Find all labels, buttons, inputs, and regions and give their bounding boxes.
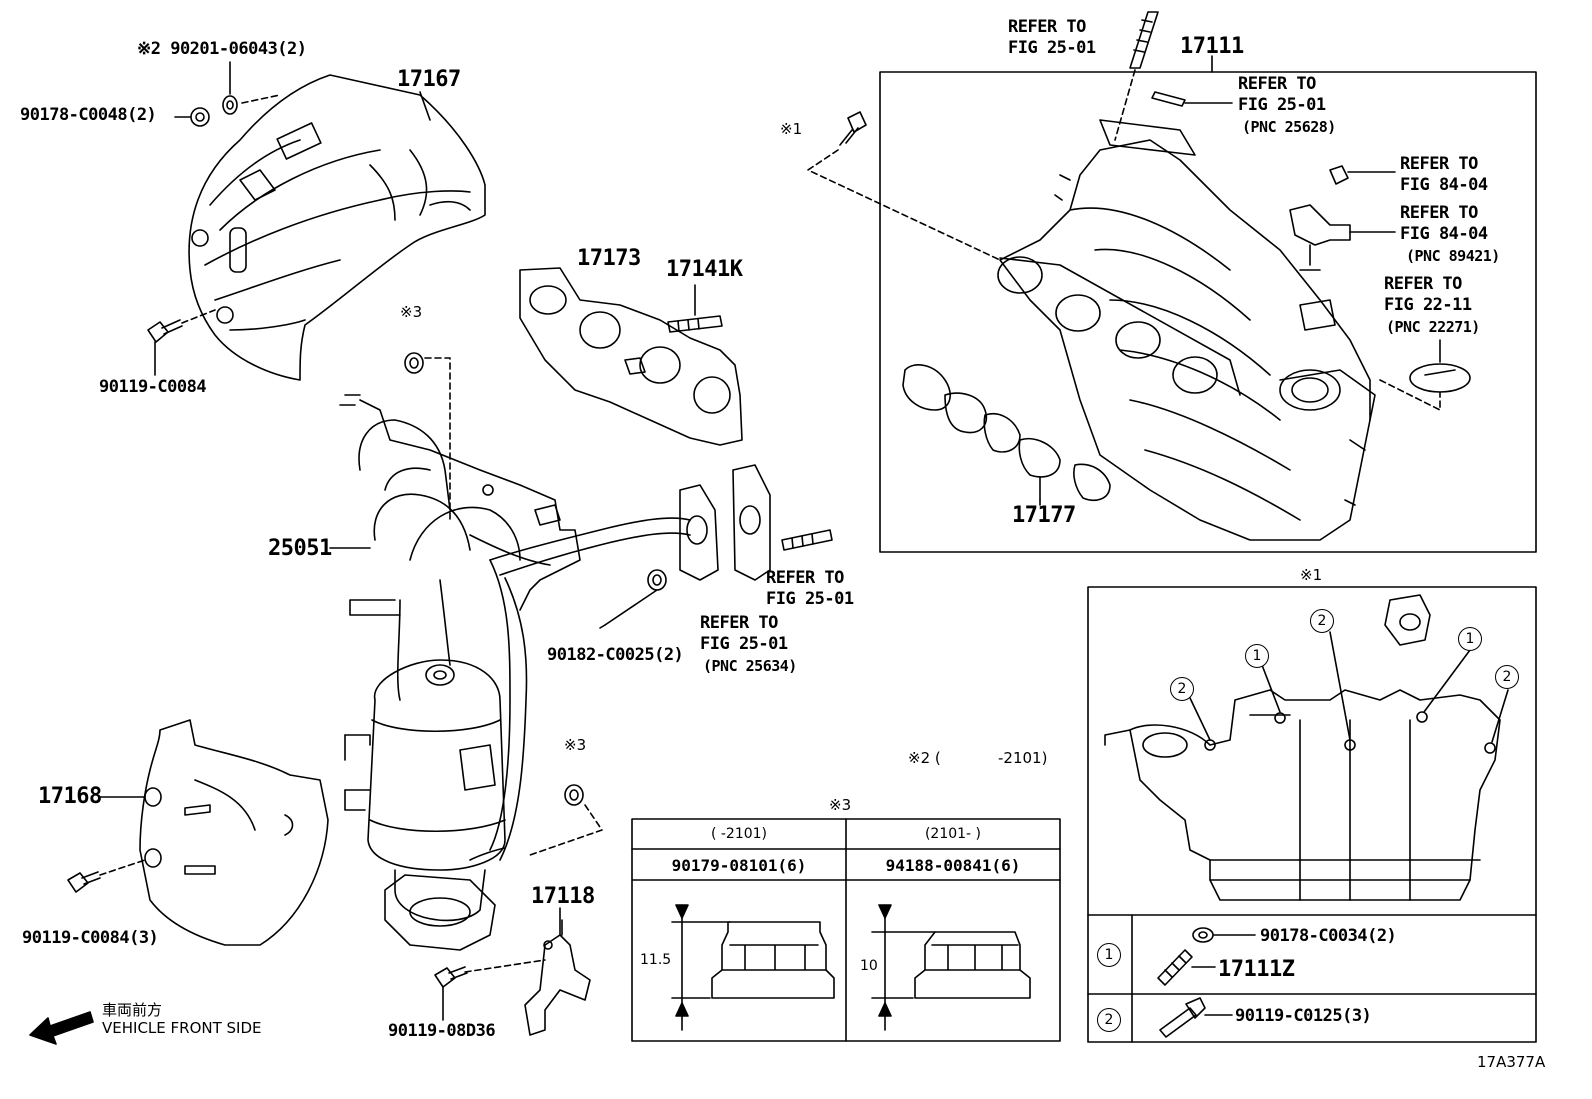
note3-top: ※3 <box>400 303 423 321</box>
refer-a-line2: FIG 25-01 <box>766 589 854 609</box>
nut-90182 <box>604 569 667 626</box>
gasket-17173 <box>519 267 743 446</box>
refer-g-line1: REFER TO <box>1384 274 1462 294</box>
refer-d-line1: REFER TO <box>1238 74 1316 94</box>
front-side-en: VEHICLE FRONT SIDE <box>102 1019 262 1037</box>
nut-table-col2-part: 94188-00841(6) <box>885 856 1021 875</box>
nut-drawing-2 <box>871 904 1031 1031</box>
note2-prefix: ※2 ( <box>908 749 941 767</box>
callout-2-a: 2 <box>1310 609 1334 633</box>
refer-c-line2: FIG 25-01 <box>1008 38 1096 58</box>
refer-a-line1: REFER TO <box>766 568 844 588</box>
label-17167: 17167 <box>397 67 461 92</box>
refer-c-line1: REFER TO <box>1008 17 1086 37</box>
label-90119-08d36: 90119-08D36 <box>388 1021 496 1041</box>
stud-17141k <box>667 284 723 333</box>
note2-suffix: -2101) <box>998 749 1048 767</box>
heat-insulator-17168 <box>139 719 329 946</box>
figure-code: 17A377A <box>1477 1053 1546 1071</box>
label-17177: 17177 <box>1012 503 1076 528</box>
nut-table <box>631 818 1061 1042</box>
gasket-17177 <box>902 364 1111 501</box>
front-side-jp: 車両前方 <box>102 1001 163 1019</box>
nut-table-col2-range: (2101- ) <box>924 826 982 842</box>
legend-bolt-90119-c0125 <box>1159 997 1233 1038</box>
label-90201: ※2 90201-06043(2) <box>137 39 307 59</box>
label-90119-c0084: 90119-C0084 <box>99 377 207 397</box>
legend-callout-2: 2 <box>1097 1008 1121 1032</box>
refer-d-line3: (PNC 25628) <box>1242 118 1336 136</box>
legend-nut-90178-c0034 <box>1192 927 1256 943</box>
label-90178-c0034: 90178-C0034(2) <box>1260 926 1397 946</box>
callout-1-b: 1 <box>1458 627 1482 651</box>
exhaust-manifold-25051 <box>339 394 833 951</box>
refer-b-line2: FIG 25-01 <box>700 634 788 654</box>
callout-1-a: 1 <box>1245 644 1269 668</box>
stud-top-intake <box>1114 11 1159 141</box>
refer-g-line3: (PNC 22271) <box>1386 318 1480 336</box>
washer-90201 <box>222 61 281 115</box>
refer-b-line1: REFER TO <box>700 613 778 633</box>
bracket-17118 <box>464 919 591 1036</box>
nut-table-title: ※3 <box>829 796 852 814</box>
nut-dim-1: 11.5 <box>640 952 672 968</box>
refer-e-line2: FIG 84-04 <box>1400 175 1488 195</box>
legend-stud-17111z <box>1157 949 1216 986</box>
nut-90178-c0048 <box>174 107 210 127</box>
heat-insulator-17167 <box>188 74 486 381</box>
note1-box-title: ※1 <box>1300 566 1323 584</box>
intake-manifold-17111 <box>997 119 1376 541</box>
note3-mid: ※3 <box>564 736 587 754</box>
nut-note3-mid <box>529 784 603 856</box>
refer-f-line1: REFER TO <box>1400 203 1478 223</box>
label-90178-c0048: 90178-C0048(2) <box>20 105 157 125</box>
label-17111: 17111 <box>1180 34 1244 59</box>
note1-bolt: ※1 <box>780 120 803 138</box>
label-90182-c0025: 90182-C0025(2) <box>547 645 684 665</box>
intake-manifold-detail <box>1104 594 1509 901</box>
callout-2-c: 2 <box>1495 665 1519 689</box>
label-90119-c0084-3: 90119-C0084(3) <box>22 928 159 948</box>
label-17173: 17173 <box>577 246 641 271</box>
gasket-22271 <box>1379 339 1471 411</box>
legend-callout-1: 1 <box>1097 943 1121 967</box>
refer-f-line2: FIG 84-04 <box>1400 224 1488 244</box>
label-17141k: 17141K <box>666 257 743 282</box>
nut-drawing-1 <box>671 904 835 1031</box>
nut-dim-2: 10 <box>860 958 878 974</box>
callout-2-b: 2 <box>1170 677 1194 701</box>
intake-manifold-box <box>879 71 1537 553</box>
label-90119-c0125: 90119-C0125(3) <box>1235 1006 1372 1026</box>
refer-d-line2: FIG 25-01 <box>1238 95 1326 115</box>
label-17118: 17118 <box>531 884 595 909</box>
bolt-90119-08d36 <box>434 966 468 1021</box>
bolt-84-04 <box>1329 165 1396 185</box>
label-17111z: 17111Z <box>1218 957 1295 982</box>
bolt-note1 <box>807 111 1001 261</box>
label-25051: 25051 <box>268 536 332 561</box>
refer-b-line3: (PNC 25634) <box>703 657 797 675</box>
vehicle-front-arrow-icon <box>29 1011 94 1045</box>
refer-g-line2: FIG 22-11 <box>1384 295 1472 315</box>
label-17168: 17168 <box>38 784 102 809</box>
bolt-90119-c0084-3 <box>67 859 146 893</box>
sensor-89421 <box>1289 204 1396 271</box>
gasket-25628 <box>1151 91 1233 107</box>
nut-table-col1-range: ( -2101) <box>710 826 768 842</box>
nut-note3-top <box>404 352 451 521</box>
bolt-90119-c0084-top <box>147 309 216 376</box>
refer-f-line3: (PNC 89421) <box>1406 247 1500 265</box>
nut-table-col1-part: 90179-08101(6) <box>671 856 807 875</box>
refer-e-line1: REFER TO <box>1400 154 1478 174</box>
detail-box-note1 <box>1087 586 1537 1043</box>
